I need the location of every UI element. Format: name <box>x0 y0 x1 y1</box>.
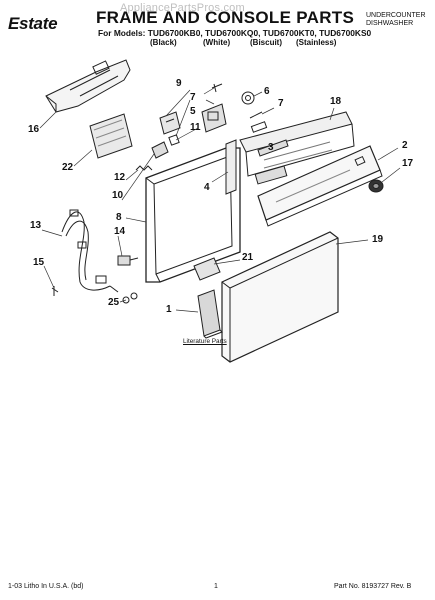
models-list: For Models: TUD6700KB0, TUD6700KQ0, TUD6… <box>98 28 372 38</box>
part-16-top-cover <box>45 59 131 113</box>
callout-25: 25 <box>108 297 120 308</box>
part-9-switch-bracket <box>159 111 181 135</box>
part-17-knob <box>368 179 384 193</box>
part-21-clip <box>193 257 221 281</box>
part-11-clip <box>168 134 180 146</box>
part-10-cam <box>151 141 169 159</box>
part-15-screw <box>51 286 59 296</box>
callout-12: 12 <box>114 172 126 183</box>
part-7-screw-upper <box>211 83 223 93</box>
callout-9: 9 <box>176 78 182 89</box>
color-white: (White) <box>203 38 231 47</box>
literature-parts-label: Literature Parts <box>183 338 227 345</box>
callout-22: 22 <box>62 162 74 173</box>
part-1-literature <box>197 289 223 339</box>
color-black: (Black) <box>150 38 177 47</box>
part-2-control-panel <box>257 145 383 227</box>
part-6-knob-assembly <box>241 91 255 105</box>
callout-4: 4 <box>204 182 210 193</box>
callout-5: 5 <box>190 106 196 117</box>
part-19-door-panel <box>221 231 339 363</box>
page-title: FRAME AND CONSOLE PARTS <box>96 8 355 27</box>
part-13-wire-harness <box>61 209 119 293</box>
color-stainless: (Stainless) <box>296 38 337 47</box>
part-12-spring <box>135 165 153 171</box>
product-line-1: UNDERCOUNTER <box>366 12 426 19</box>
callout-19: 19 <box>372 234 384 245</box>
part-14-connector <box>117 255 139 266</box>
callout-21: 21 <box>242 252 254 263</box>
part-22-pad <box>89 113 133 159</box>
callout-16: 16 <box>28 124 40 135</box>
watermark-text: AppliancePartsPros.com <box>120 2 245 14</box>
leader-lines <box>39 87 401 313</box>
callout-3: 3 <box>268 142 274 153</box>
callout-6: 6 <box>264 86 270 97</box>
callout-7b: 7 <box>278 98 284 109</box>
callout-2: 2 <box>402 140 408 151</box>
callout-13: 13 <box>30 220 42 231</box>
part-5-door-switch <box>201 103 227 133</box>
footer-litho: 1-03 Litho In U.S.A. (bd) <box>8 583 84 590</box>
part-25-screws <box>122 292 138 304</box>
callout-14: 14 <box>114 226 126 237</box>
product-type: UNDERCOUNTER DISHWASHER <box>366 12 426 28</box>
callout-18: 18 <box>330 96 342 107</box>
footer-page-number: 1 <box>214 583 218 590</box>
callout-7a: 7 <box>190 92 196 103</box>
callout-15: 15 <box>33 257 45 268</box>
part-18-console-panel <box>239 111 355 185</box>
callout-8: 8 <box>116 212 122 223</box>
part-3-bracket <box>257 139 289 157</box>
brand-logo: Estate <box>8 14 58 33</box>
part-4-strip <box>225 139 237 195</box>
callout-10: 10 <box>112 190 124 201</box>
footer-part-number: Part No. 8193727 Rev. B <box>334 583 412 590</box>
product-line-2: DISHWASHER <box>366 20 414 27</box>
callout-1: 1 <box>166 304 172 315</box>
callout-11: 11 <box>190 122 201 133</box>
color-biscuit: (Biscuit) <box>250 38 282 47</box>
callout-17: 17 <box>402 158 414 169</box>
part-7-screw-lower <box>249 111 268 133</box>
